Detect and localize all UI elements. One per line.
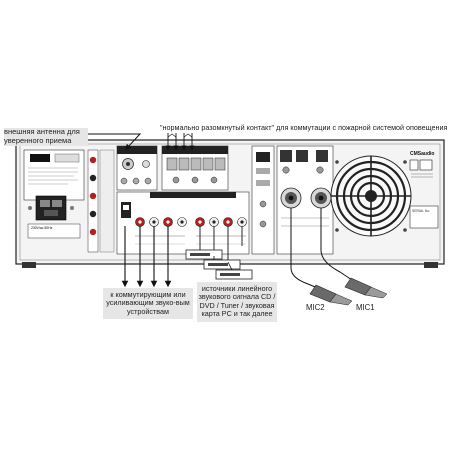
source-devices xyxy=(185,226,253,280)
mic2-label: MIC2 xyxy=(306,303,325,312)
outputs-label: к коммутирующим или усиливающим звуко-вы… xyxy=(103,288,193,320)
alarm-contact-label: "нормально разомкнутый контакт" для комм… xyxy=(160,123,448,132)
brand-logo-text: CMSaudio xyxy=(410,151,434,157)
serial-label-text: SERIAL No. xyxy=(412,209,430,213)
brand-area: CMSaudio SERIAL No. xyxy=(409,151,439,229)
tuner-module xyxy=(116,145,158,191)
alarm-terminals xyxy=(161,145,229,191)
external-antenna-label: внешняя антенна для уверенного приема xyxy=(4,127,88,146)
power-section: 230V/ac 50Hz xyxy=(23,149,85,239)
speaker-terminals xyxy=(87,149,115,253)
sources-label: источники линейного звукового сигнала CD… xyxy=(197,282,277,322)
mic-input-section xyxy=(276,145,334,255)
antenna-arrow xyxy=(88,133,142,151)
alarm-arrows xyxy=(165,133,195,151)
dip-switch-column xyxy=(251,145,275,255)
power-rating-text: 230V/ac 50Hz xyxy=(31,226,53,230)
microphones xyxy=(290,208,388,306)
mic1-label: MIC1 xyxy=(356,303,375,312)
line-io-section xyxy=(116,191,250,255)
output-cables xyxy=(121,226,172,288)
fan-grille xyxy=(330,155,412,237)
